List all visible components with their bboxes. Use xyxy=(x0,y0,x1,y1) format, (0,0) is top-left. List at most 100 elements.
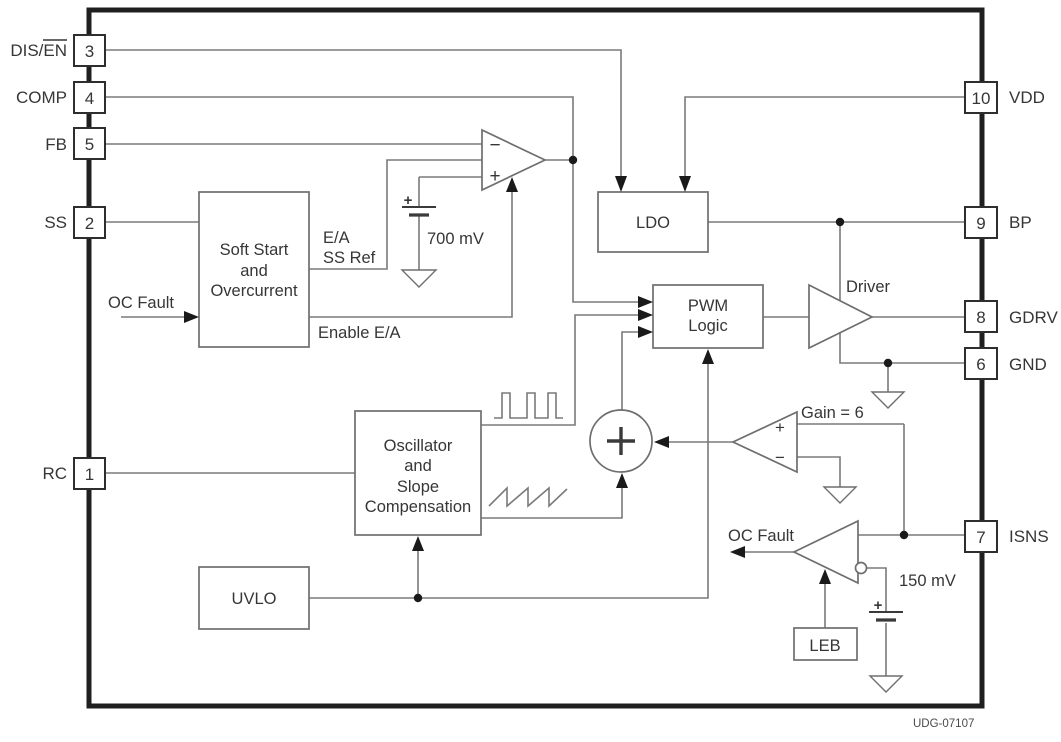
csamp-plus-mark: + xyxy=(775,418,785,437)
pwm-logic-label-1: PWM xyxy=(688,297,728,315)
arrow-enable-ea xyxy=(506,177,518,192)
ground-symbol-150mv xyxy=(868,675,904,693)
soft-start-label-1: Soft Start xyxy=(220,241,289,259)
figure-code: UDG-07107 xyxy=(913,718,974,730)
csamp-minus-mark: − xyxy=(775,448,785,467)
ea-ss-ref-label-2: SS Ref xyxy=(323,249,376,267)
junction-dot-bp xyxy=(835,217,845,227)
oc-comparator xyxy=(792,519,859,585)
pin-box-8 xyxy=(964,300,998,333)
wire-enable-ea xyxy=(309,181,513,318)
pin-number-6: 6 xyxy=(976,355,985,374)
pin-label-isns: ISNS xyxy=(1009,527,1049,546)
junction-dot-uvlo xyxy=(413,593,423,603)
oscillator-label-2: and xyxy=(404,457,432,475)
pin-label-fb: FB xyxy=(45,135,67,154)
block-pwm-logic xyxy=(652,284,764,349)
arrow-csamp-summer xyxy=(654,436,669,448)
driver-label: Driver xyxy=(846,278,891,296)
arrow-vdd-ldo xyxy=(679,176,691,192)
junction-dot-isns xyxy=(899,530,909,540)
block-soft-start xyxy=(198,191,310,348)
pin-label-ss: SS xyxy=(44,213,67,232)
pin-box-5 xyxy=(73,127,106,160)
ea-plus-mark: + xyxy=(489,166,500,187)
junction-dot-ea-output xyxy=(568,155,578,165)
wire-summer-to-pwm xyxy=(621,331,651,410)
oscillator-label-1: Oscillator xyxy=(384,437,453,455)
arrow-summer-pwm xyxy=(638,326,653,338)
wire-csamp-minus xyxy=(797,456,841,487)
pin-label-dis-en: DIS/EN xyxy=(10,41,67,60)
summing-plus-icon xyxy=(607,427,635,455)
pin-number-8: 8 xyxy=(976,308,985,327)
wire-ea-ss-ref xyxy=(309,159,482,270)
oscillator-label-3: Slope xyxy=(397,478,439,496)
pin-label-comp: COMP xyxy=(16,88,67,107)
soft-start-label-3: Overcurrent xyxy=(210,282,298,300)
junction-dot-gnd xyxy=(883,358,893,368)
pin-number-5: 5 xyxy=(85,135,94,154)
pin-box-6 xyxy=(964,347,998,380)
ref-700mv-label: 700 mV xyxy=(427,230,484,248)
wire-clock-to-pwm xyxy=(481,314,651,426)
battery-150mv-plus-mark: + xyxy=(874,597,883,614)
arrow-oc-fault-in xyxy=(184,311,199,323)
pin-box-2 xyxy=(73,206,106,239)
uvlo-label: UVLO xyxy=(232,590,277,608)
block-oscillator xyxy=(354,410,482,536)
arrow-uvlo-oscillator xyxy=(412,536,424,551)
pin-box-7 xyxy=(964,520,998,553)
battery-700mv-plus-mark: + xyxy=(404,192,413,209)
pwm-logic-label-2: Logic xyxy=(688,317,727,335)
oc-fault-out-label: OC Fault xyxy=(728,527,794,545)
arrow-leb-comparator xyxy=(819,569,831,584)
arrow-disen-ldo xyxy=(615,176,627,192)
enable-ea-label: Enable E/A xyxy=(318,324,401,342)
driver-amplifier xyxy=(808,283,874,350)
block-ldo xyxy=(597,191,709,253)
ref-150mv-label: 150 mV xyxy=(899,572,956,590)
pin-number-4: 4 xyxy=(85,89,94,108)
pin-box-3 xyxy=(73,34,106,67)
ea-ss-ref-label-1: E/A xyxy=(323,229,350,247)
wire-ramp-to-summer xyxy=(481,476,623,519)
pin-box-4 xyxy=(73,81,106,114)
wire-comp-to-pwm xyxy=(105,96,651,303)
leb-label: LEB xyxy=(809,637,840,655)
wire-vdd-to-ldo xyxy=(684,96,965,190)
block-leb xyxy=(793,627,858,661)
pin-box-10 xyxy=(964,81,998,114)
arrow-oc-fault-out xyxy=(730,546,745,558)
inverting-bubble-icon xyxy=(854,561,868,575)
pin-label-vdd: VDD xyxy=(1009,88,1045,107)
wire-disen-to-ldo xyxy=(105,49,622,190)
pin-label-rc: RC xyxy=(42,464,67,483)
pin-number-2: 2 xyxy=(85,214,94,233)
pin-box-9 xyxy=(964,206,998,239)
clock-pulse-waveform-icon xyxy=(494,392,563,419)
arrow-ramp-summer xyxy=(616,473,628,488)
pin-label-gnd: GND xyxy=(1009,355,1047,374)
pin-number-3: 3 xyxy=(85,42,94,61)
pin-label-bp: BP xyxy=(1009,213,1032,232)
ldo-label: LDO xyxy=(636,214,670,232)
block-uvlo xyxy=(198,566,310,630)
oc-fault-in-label: OC Fault xyxy=(108,294,174,312)
sawtooth-waveform-icon xyxy=(488,486,568,508)
arrow-uvlo-pwm xyxy=(702,349,714,364)
ground-symbol-csamp xyxy=(822,486,858,504)
ground-symbol-gnd-line xyxy=(870,391,906,409)
pin-label-gdrv: GDRV xyxy=(1009,308,1058,327)
arrow-clock-pwm xyxy=(638,309,653,321)
pin-number-7: 7 xyxy=(976,528,985,547)
wire-comparator-ref xyxy=(867,567,887,611)
arrow-comp-pwm xyxy=(638,296,653,308)
pin-number-10: 10 xyxy=(972,89,991,108)
wire-uvlo-to-pwm xyxy=(309,352,709,599)
ground-symbol-700mv xyxy=(400,269,438,288)
error-amplifier xyxy=(481,128,547,192)
wire-driver-to-gnd xyxy=(839,333,966,364)
